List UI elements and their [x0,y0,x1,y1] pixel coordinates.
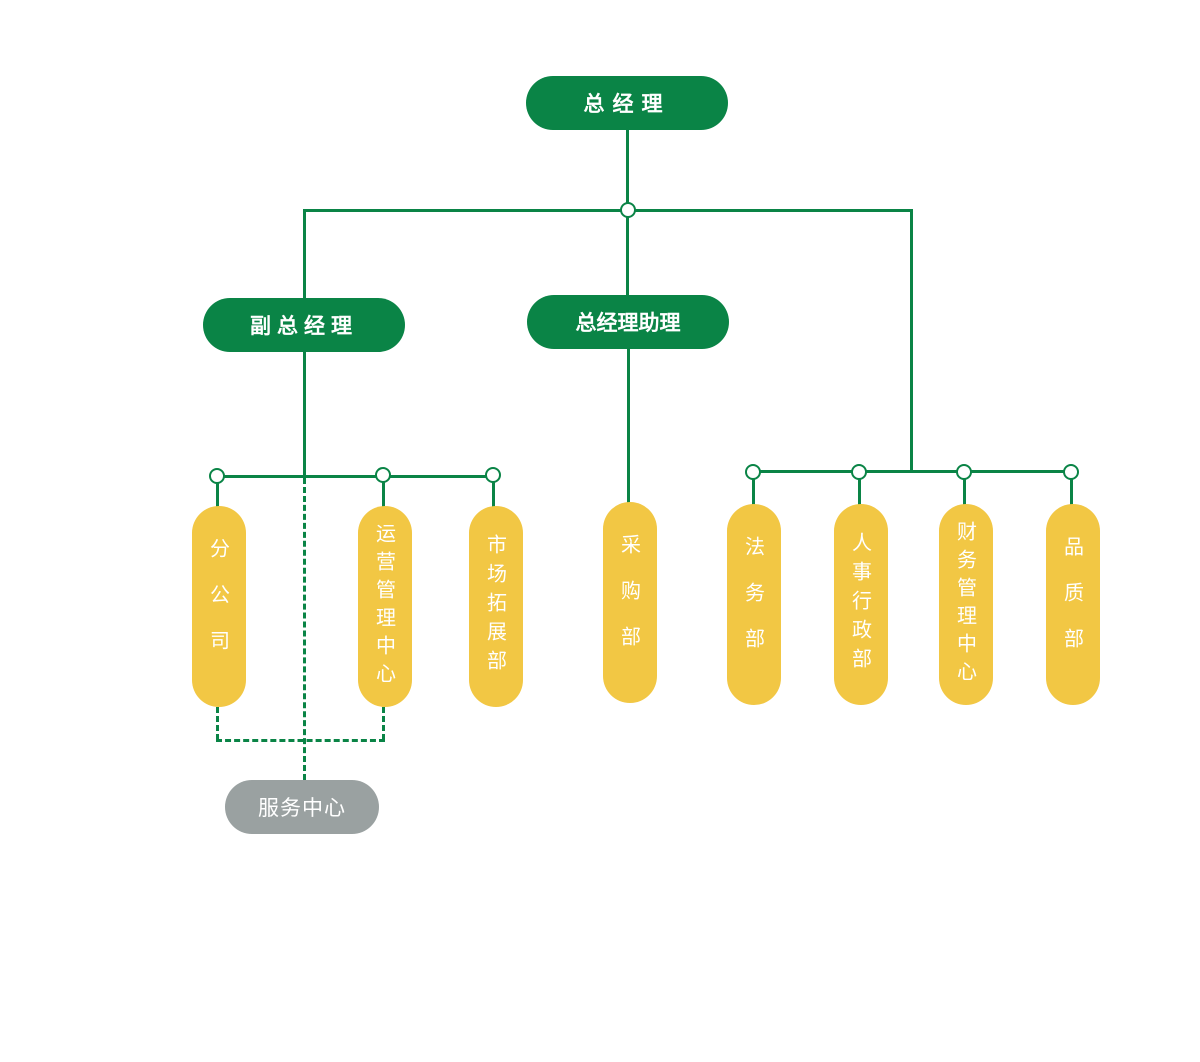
connector [910,209,913,472]
connector [382,476,385,507]
connector [1070,471,1073,505]
junction-node [745,464,761,480]
dept-marketing: 市场拓展部 [469,506,523,707]
connector [753,470,1071,473]
connector [216,476,219,507]
node-general-manager: 总经理 [526,76,728,130]
node-vice-general-manager: 副总经理 [203,298,405,352]
dept-branch: 分公司 [192,506,246,707]
connector [627,349,630,503]
dept-legal: 法务部 [727,504,781,705]
dashed-connector [216,739,385,742]
connector [303,209,306,299]
dashed-connector [382,707,385,740]
junction-node [620,202,636,218]
connector [963,471,966,505]
node-service-center: 服务中心 [225,780,379,834]
junction-node [375,467,391,483]
dept-operations: 运营管理中心 [358,506,412,707]
junction-node [209,468,225,484]
connector [303,209,913,212]
connector [492,476,495,507]
dept-finance: 财务管理中心 [939,504,993,705]
junction-node [956,464,972,480]
dashed-connector [216,707,219,740]
connector [752,471,755,505]
connector [303,352,306,476]
junction-node [485,467,501,483]
dept-hr-admin: 人事行政部 [834,504,888,705]
junction-node [851,464,867,480]
junction-node [1063,464,1079,480]
dept-purchasing: 采购部 [603,502,657,703]
connector [217,475,493,478]
dept-quality: 品质部 [1046,504,1100,705]
connector [858,471,861,505]
node-gm-assistant: 总经理助理 [527,295,729,349]
dashed-connector [303,478,306,780]
